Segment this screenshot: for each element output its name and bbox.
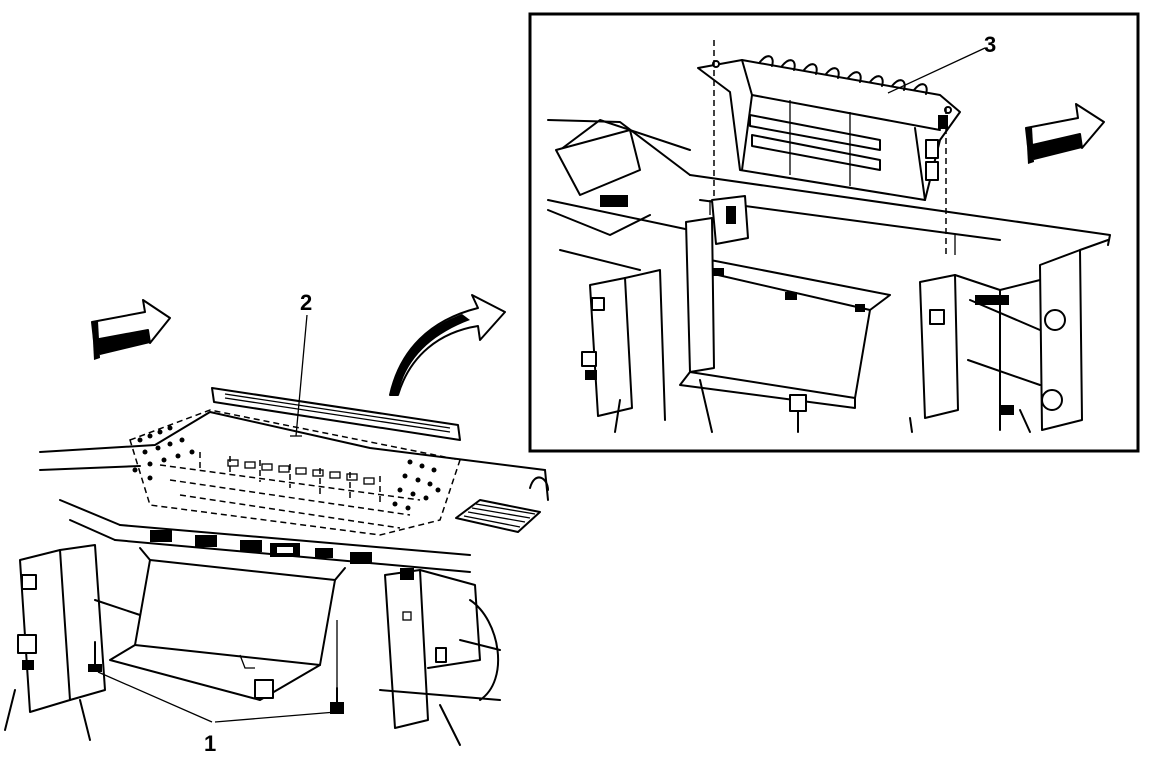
instrument-panel-carrier	[129, 409, 461, 536]
right-support-bracket	[379, 568, 501, 746]
fastener-bolts	[88, 620, 344, 714]
transition-arrow	[389, 294, 506, 396]
electronic-module	[697, 55, 961, 201]
instrument-panel-overview: 1 2	[4, 290, 549, 756]
install-guide-lines	[709, 40, 956, 255]
fastener-pattern-right	[392, 459, 441, 511]
left-direction-arrow	[91, 299, 171, 360]
callout-1: 1	[204, 731, 216, 756]
inset-carrier-structure	[547, 119, 1111, 433]
leader-line-3	[887, 47, 986, 94]
defroster-strip	[211, 387, 461, 441]
callout-3: 3	[984, 32, 996, 57]
callout-2: 2	[300, 290, 312, 315]
hvac-duct-housing	[109, 547, 346, 701]
right-direction-arrow	[1025, 103, 1105, 164]
panel-slots	[227, 459, 375, 485]
fastener-pattern-left	[132, 425, 195, 481]
detail-inset: 3	[528, 12, 1140, 453]
leader-lines	[97, 314, 337, 723]
module-cooling-fins	[759, 55, 928, 95]
left-support-bracket	[4, 544, 141, 741]
cross-car-beam	[59, 499, 471, 573]
dash-top-surface	[39, 411, 549, 533]
